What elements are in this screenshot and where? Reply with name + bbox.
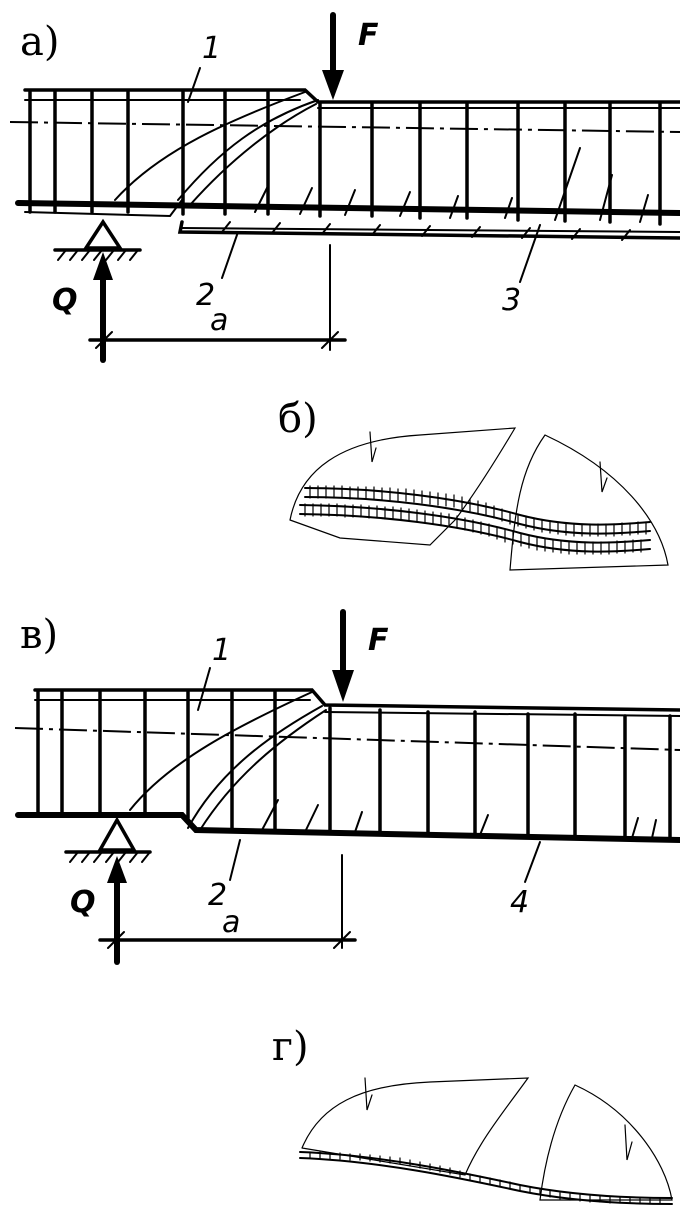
marker-v-1: 1 (212, 633, 231, 668)
panel-b: б) (278, 396, 669, 571)
panel-v: в) (14, 609, 680, 965)
dimension-a-a: a (88, 244, 347, 351)
beam-a-teeth (221, 221, 631, 241)
marker-a-2: 2 (196, 278, 215, 313)
rebar-b (299, 485, 651, 555)
beam-a-cracks (114, 91, 649, 223)
force-f-a: F (322, 12, 379, 100)
force-f-v-label: F (368, 623, 389, 658)
support-v: Q (64, 816, 152, 965)
dimension-a-a-label: a (210, 303, 228, 338)
rebar-g (299, 1151, 673, 1205)
beam-v-axis (14, 727, 680, 751)
fragment-b-right (509, 434, 669, 571)
panel-a: а) (9, 12, 680, 363)
panel-v-label: в) (20, 612, 58, 658)
force-q-v-label: Q (70, 885, 96, 920)
force-f-a-label: F (358, 18, 379, 53)
marker-a-1: 1 (202, 31, 221, 66)
panel-g: г) (272, 1024, 673, 1205)
beam-v-cracks (129, 691, 657, 839)
force-f-v: F (332, 609, 389, 702)
force-q-a-label: Q (52, 283, 78, 318)
panel-a-label: а) (20, 19, 59, 65)
marker-a-3: 3 (502, 283, 521, 318)
marker-v-2: 2 (208, 878, 227, 913)
panel-g-label: г) (272, 1024, 309, 1070)
panel-b-label: б) (278, 396, 318, 442)
marker-v-4: 4 (510, 885, 529, 920)
fragment-g-left (301, 1077, 530, 1176)
dimension-v-a-label: a (222, 905, 240, 940)
markers-a: 1 2 3 (187, 31, 541, 318)
support-a: Q (52, 218, 142, 363)
beam-a-axis (9, 121, 680, 133)
markers-v: 1 2 4 (197, 633, 541, 920)
beam-a-outline (15, 88, 680, 240)
fragment-g-right (539, 1084, 673, 1201)
dimension-v-a: a (98, 854, 357, 949)
